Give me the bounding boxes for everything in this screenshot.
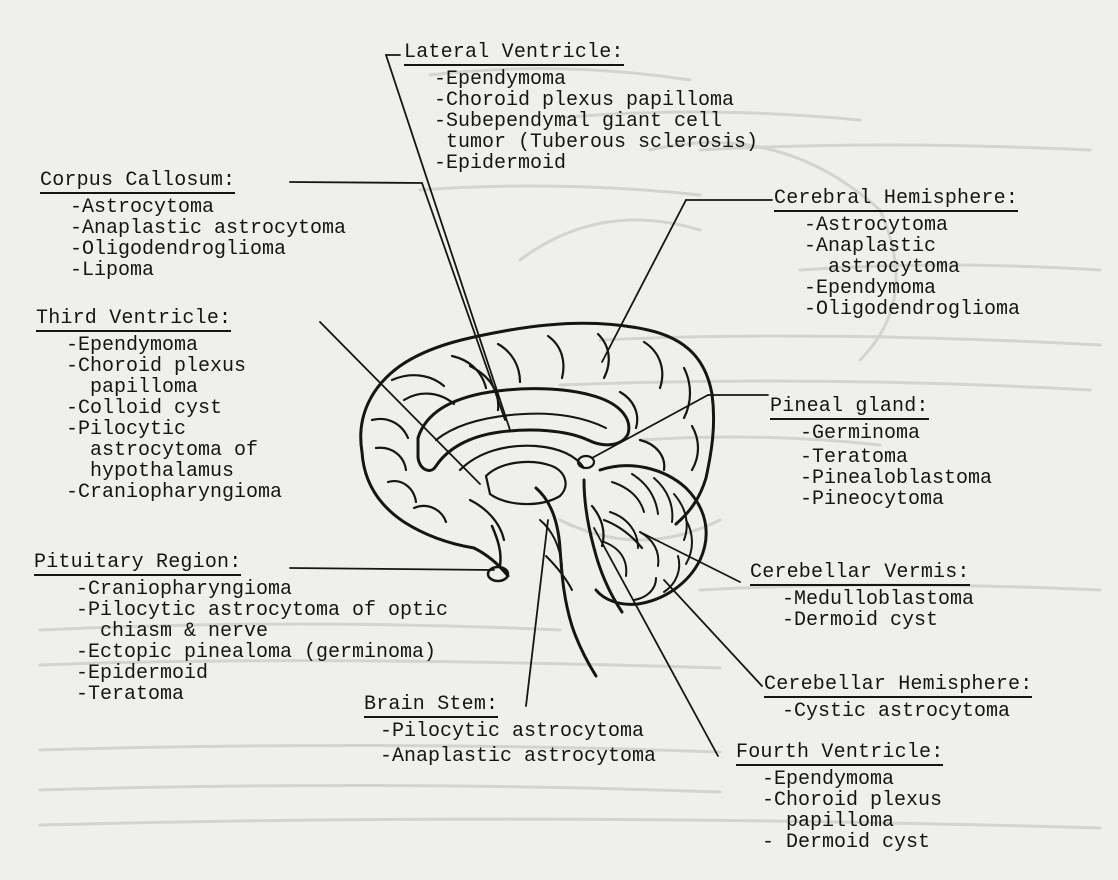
list-item: - Dermoid cyst bbox=[762, 831, 931, 854]
list-item: -Astrocytoma bbox=[804, 214, 949, 237]
list-item: hypothalamus bbox=[66, 460, 235, 483]
brain-stem-shape bbox=[534, 486, 598, 678]
label-title: Cerebellar Vermis: bbox=[750, 561, 970, 586]
list-item: -Epidermoid bbox=[434, 152, 567, 175]
label-title: Third Ventricle: bbox=[36, 307, 232, 332]
tumor-list: -Ependymoma -Choroid plexus papilloma -C… bbox=[36, 335, 282, 503]
list-item: astrocytoma bbox=[804, 256, 961, 279]
label-title: Brain Stem: bbox=[364, 693, 499, 718]
list-item: papilloma bbox=[66, 376, 199, 399]
fornix bbox=[458, 444, 586, 472]
label-cerebellar-vermis: Cerebellar Vermis: -Medulloblastoma -Der… bbox=[750, 562, 974, 631]
cerebral-gyri bbox=[370, 332, 700, 524]
label-title: Corpus Callosum: bbox=[40, 169, 236, 194]
list-item: -Craniopharyngioma bbox=[66, 481, 283, 504]
list-item: -Germinoma bbox=[800, 422, 921, 445]
fourth-ventricle-shape bbox=[590, 504, 605, 548]
list-item: -Craniopharyngioma bbox=[76, 578, 293, 601]
leader-brain-stem bbox=[525, 519, 549, 707]
list-item: -Pilocytic astrocytoma bbox=[380, 720, 645, 743]
list-item: -Anaplastic bbox=[804, 235, 937, 258]
list-item: -Ependymoma bbox=[66, 334, 199, 357]
label-cerebellar-hemisphere: Cerebellar Hemisphere: -Cystic astrocyto… bbox=[764, 673, 1033, 722]
leader-cerebellar-hemisphere bbox=[663, 579, 763, 687]
label-title: Cerebellar Hemisphere: bbox=[764, 673, 1033, 698]
cerebrum-outline bbox=[359, 321, 716, 526]
tumor-list: -Medulloblastoma -Dermoid cyst bbox=[750, 589, 974, 631]
list-item: -Anaplastic astrocytoma bbox=[70, 217, 347, 240]
leader-corpus-callosum bbox=[289, 181, 423, 184]
label-title: Pituitary Region: bbox=[34, 551, 242, 576]
list-item: -Pilocytic astrocytoma of optic bbox=[76, 599, 449, 622]
list-item: -Pinealoblastoma bbox=[800, 467, 993, 490]
pituitary-gland bbox=[486, 565, 510, 583]
thalamus bbox=[484, 460, 567, 506]
tumor-list: -Germinoma -Teratoma -Pinealoblastoma -P… bbox=[770, 423, 992, 510]
hypothalamus bbox=[468, 498, 506, 542]
corpus-callosum-shape bbox=[416, 387, 631, 472]
tumor-list: -Astrocytoma -Anaplastic astrocytoma -Ol… bbox=[40, 197, 346, 281]
cerebellum-outline bbox=[594, 464, 708, 606]
list-item: -Lipoma bbox=[70, 259, 155, 282]
leader-pituitary-region bbox=[289, 567, 495, 571]
label-title: Pineal gland: bbox=[770, 395, 929, 420]
tumor-list: -Cystic astrocytoma bbox=[764, 701, 1032, 722]
label-corpus-callosum: Corpus Callosum: -Astrocytoma -Anaplasti… bbox=[40, 170, 346, 281]
tumor-list: -Astrocytoma -Anaplastic astrocytoma -Ep… bbox=[774, 215, 1020, 320]
label-pituitary-region: Pituitary Region: -Craniopharyngioma -Pi… bbox=[34, 552, 448, 705]
list-item: -Colloid cyst bbox=[66, 397, 223, 420]
label-title: Fourth Ventricle: bbox=[736, 741, 944, 766]
pituitary-stalk bbox=[490, 524, 502, 568]
cerebrum-underside bbox=[360, 450, 510, 578]
list-item: -Subependymal giant cell bbox=[434, 110, 723, 133]
list-item: -Cystic astrocytoma bbox=[782, 700, 1011, 723]
label-brain-stem: Brain Stem: -Pilocytic astrocytoma -Anap… bbox=[364, 694, 656, 767]
list-item: -Epidermoid bbox=[76, 662, 209, 685]
list-item: -Medulloblastoma bbox=[782, 588, 975, 611]
leader-lines bbox=[289, 54, 773, 757]
list-item: chiasm & nerve bbox=[76, 620, 269, 643]
list-item: -Ependymoma bbox=[762, 768, 895, 791]
list-item: -Dermoid cyst bbox=[782, 609, 939, 632]
tumor-list: -Ependymoma -Choroid plexus papilloma -S… bbox=[404, 69, 758, 174]
tumor-list: -Pilocytic astrocytoma -Anaplastic astro… bbox=[364, 721, 656, 767]
list-item: papilloma bbox=[762, 810, 895, 833]
list-item: -Choroid plexus bbox=[66, 355, 247, 378]
label-title: Cerebral Hemisphere: bbox=[774, 187, 1019, 212]
label-lateral-ventricle: Lateral Ventricle: -Ependymoma -Choroid … bbox=[404, 42, 758, 174]
label-fourth-ventricle: Fourth Ventricle: -Ependymoma -Choroid p… bbox=[736, 741, 944, 853]
leader-fourth-ventricle bbox=[593, 527, 719, 757]
label-third-ventricle: Third Ventricle: -Ependymoma -Choroid pl… bbox=[36, 308, 282, 503]
tumor-list: -Ependymoma -Choroid plexus papilloma - … bbox=[736, 769, 943, 853]
label-cerebral-hemisphere: Cerebral Hemisphere: -Astrocytoma -Anapl… bbox=[774, 188, 1020, 320]
list-item: -Anaplastic astrocytoma bbox=[380, 745, 657, 768]
list-item: -Pineocytoma bbox=[800, 488, 945, 511]
list-item: astrocytoma of bbox=[66, 439, 259, 462]
label-pineal-gland: Pineal gland: -Germinoma -Teratoma -Pine… bbox=[770, 396, 992, 510]
list-item: -Ectopic pinealoma (germinoma) bbox=[76, 641, 437, 664]
list-item: -Teratoma bbox=[800, 446, 909, 469]
label-title: Lateral Ventricle: bbox=[404, 41, 624, 66]
list-item: -Oligodendroglioma bbox=[70, 238, 287, 261]
list-item: -Choroid plexus bbox=[762, 789, 943, 812]
list-item: -Ependymoma bbox=[434, 68, 567, 91]
list-item: -Teratoma bbox=[76, 683, 185, 706]
leader-third-ventricle bbox=[319, 321, 481, 485]
tumor-list: -Craniopharyngioma -Pilocytic astrocytom… bbox=[34, 579, 448, 705]
list-item: -Oligodendroglioma bbox=[804, 298, 1021, 321]
list-item: tumor (Tuberous sclerosis) bbox=[434, 131, 759, 154]
list-item: -Pilocytic bbox=[66, 418, 187, 441]
leader-cerebellar-vermis bbox=[639, 531, 741, 583]
list-item: -Choroid plexus papilloma bbox=[434, 89, 735, 112]
list-item: -Astrocytoma bbox=[70, 196, 215, 219]
pineal-body bbox=[576, 454, 596, 470]
list-item: -Ependymoma bbox=[804, 277, 937, 300]
